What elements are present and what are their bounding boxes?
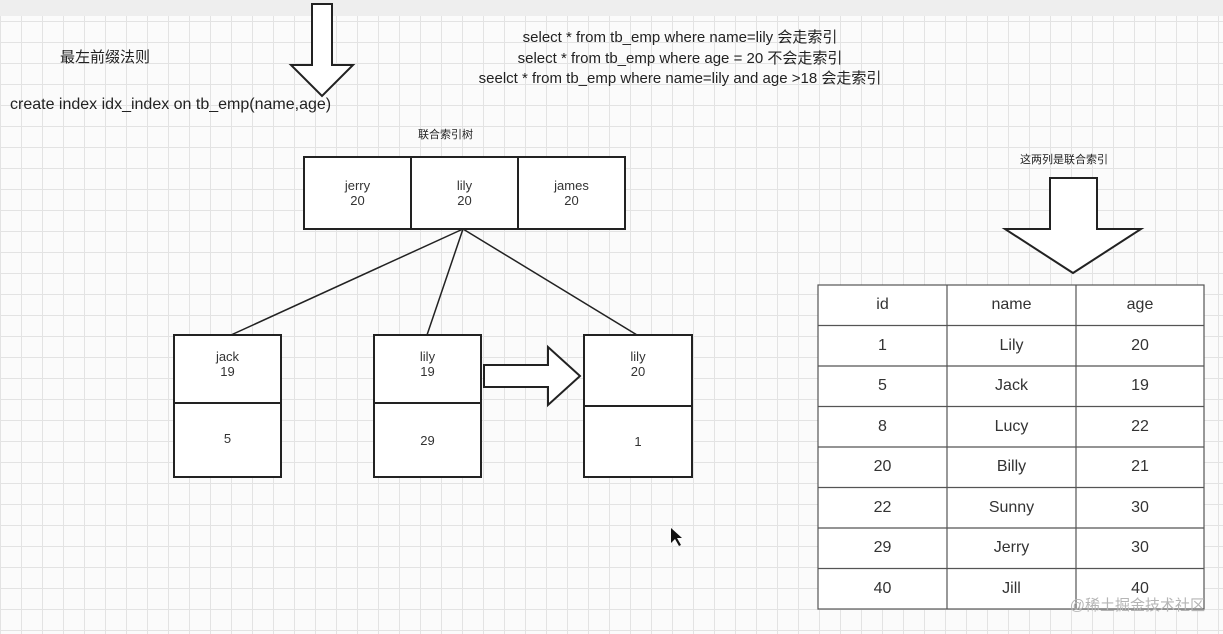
create-index-statement: create index idx_index on tb_emp(name,ag…	[10, 96, 332, 113]
table-cell-name: Jerry	[993, 539, 1030, 557]
tree-edge-right	[462, 228, 638, 336]
down-arrow-icon	[288, 3, 356, 98]
table-cell-id: 20	[873, 458, 892, 476]
root-key-1: jerry 20	[304, 157, 411, 229]
table-cell-name: Billy	[996, 458, 1027, 476]
leaf-node-2	[373, 334, 482, 478]
table-cell-name: Sunny	[988, 498, 1035, 516]
tree-edge-left	[230, 228, 464, 336]
table-cell-id: 22	[873, 498, 892, 516]
table-cell-age: 21	[1131, 458, 1149, 476]
root-key-age: 20	[564, 193, 579, 208]
top-bar	[0, 0, 1223, 16]
leaf-3-key: lily 20	[584, 342, 692, 386]
table-cell-age: 30	[1131, 498, 1149, 516]
leaf-key-name: jack	[215, 349, 240, 364]
leaf-key-age: 20	[630, 364, 646, 379]
root-key-age: 20	[457, 193, 472, 208]
root-key-age: 20	[350, 193, 365, 208]
table-cell-age: 40	[1131, 579, 1149, 597]
table-cell-age: 22	[1131, 417, 1149, 435]
table-cell-id: 40	[873, 579, 892, 597]
root-key-name: lily	[456, 178, 473, 193]
table-cell-id: 1	[878, 336, 887, 354]
query-line-2: select * from tb_emp where age = 20 不会走索…	[517, 49, 843, 67]
root-key-2: lily 20	[411, 157, 518, 229]
mouse-cursor-icon	[671, 528, 682, 546]
table-cell-age: 19	[1131, 377, 1149, 395]
page-title: 最左前缀法则	[60, 49, 151, 66]
leaf-3-id: 1	[634, 434, 642, 449]
table-down-arrow-icon	[1001, 177, 1145, 275]
leaf-1-key: jack 19	[174, 342, 281, 386]
tree-edge-middle	[426, 228, 464, 336]
table-cell-id: 5	[878, 377, 887, 395]
leaf-1-id: 5	[223, 430, 232, 446]
leaf-key-age: 19	[420, 364, 435, 379]
table-cell-id: 29	[873, 539, 892, 557]
watermark: @稀土掘金技术社区	[1069, 597, 1205, 614]
leaf-node-1	[173, 334, 282, 478]
leaf-key-name: lily	[630, 349, 646, 364]
table-cell-name: Lucy	[994, 417, 1029, 435]
query-examples: select * from tb_emp where name=lily 会走索…	[430, 28, 930, 90]
table-header-id: id	[876, 296, 889, 314]
leaf-2-id: 29	[420, 432, 435, 448]
table-label: 这两列是联合索引	[1020, 154, 1108, 166]
leaf-2-key: lily 19	[374, 342, 481, 386]
table-header-name: name	[991, 296, 1032, 314]
right-arrow-icon	[483, 344, 582, 408]
table-cell-age: 20	[1131, 336, 1149, 354]
query-line-1: select * from tb_emp where name=lily 会走索…	[522, 29, 838, 46]
leaf-key-name: lily	[419, 349, 436, 364]
root-key-name: james	[554, 178, 589, 193]
table-header-age: age	[1126, 296, 1154, 314]
table-cell-name: Jill	[1002, 579, 1021, 597]
root-key-name: jerry	[344, 178, 371, 193]
tree-label: 联合索引树	[418, 129, 473, 141]
table-cell-name: Lily	[999, 336, 1024, 354]
table-cell-name: Jack	[995, 377, 1028, 395]
table-cell-id: 8	[878, 417, 887, 435]
query-line-3: seelct * from tb_emp where name=lily and…	[478, 70, 882, 87]
table-cell-age: 30	[1131, 539, 1149, 557]
root-key-3: james 20	[518, 157, 625, 229]
root-node	[303, 156, 626, 230]
leaf-key-age: 19	[220, 364, 235, 379]
